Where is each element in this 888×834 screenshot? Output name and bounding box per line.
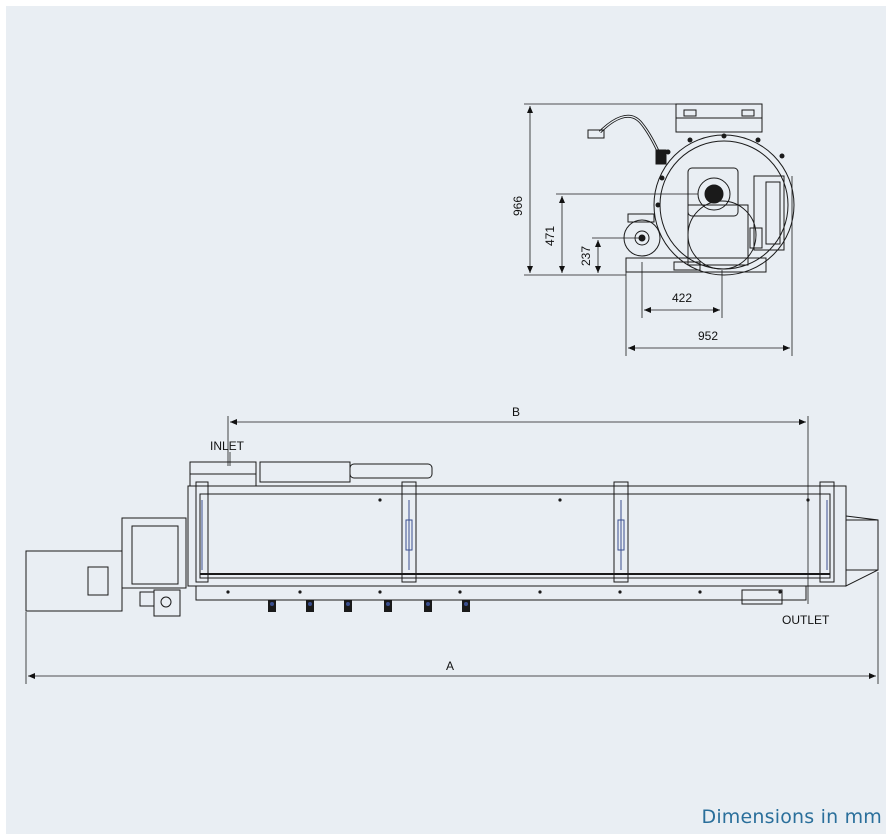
dim-471-label: 471 bbox=[543, 226, 557, 246]
dim-b-label: B bbox=[512, 405, 520, 419]
dim-a-label: A bbox=[446, 659, 454, 673]
side-view-dimensions bbox=[25, 416, 879, 684]
nozzle-tips bbox=[270, 602, 468, 606]
front-view bbox=[587, 103, 795, 276]
inlet-label: INLET bbox=[210, 439, 245, 453]
dim-952-label: 952 bbox=[698, 329, 718, 343]
nozzles bbox=[268, 600, 470, 612]
post-details bbox=[201, 500, 828, 570]
dimensions-caption: Dimensions in mm bbox=[701, 806, 882, 828]
rail-bolts bbox=[226, 498, 810, 594]
dim-237-label: 237 bbox=[579, 246, 593, 266]
dim-422-label: 422 bbox=[672, 291, 692, 305]
side-view bbox=[25, 461, 879, 617]
front-view-dimensions bbox=[524, 103, 793, 356]
dim-966-label: 966 bbox=[511, 196, 525, 216]
outlet-label: OUTLET bbox=[782, 613, 830, 627]
